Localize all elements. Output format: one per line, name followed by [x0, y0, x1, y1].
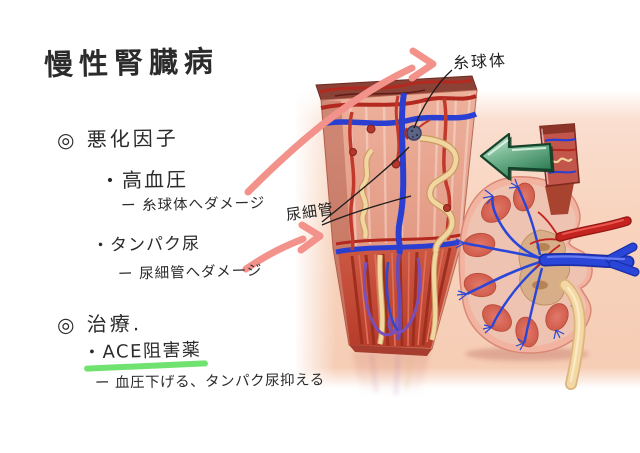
note-treatment-header: ◎ 治療. — [56, 311, 143, 337]
note-worsening-factors-header: ◎ 悪化因子 — [56, 125, 180, 153]
leader-line-glomerulus — [413, 69, 453, 129]
top-face-shading — [334, 89, 426, 97]
vasa-recta-loops — [362, 257, 422, 337]
kidney-shadow — [465, 347, 589, 361]
note-hypertension-detail: ー 糸球体へダメージ — [120, 195, 266, 215]
convoluted-tubules — [358, 134, 460, 345]
note-ace-detail: ー 血圧下げる、タンパク尿抑える — [94, 372, 325, 392]
vasa-recta-trunk — [395, 253, 403, 341]
green-zoom-arrow-icon — [479, 132, 555, 182]
top-face-artery — [319, 78, 473, 94]
page-title: 慢性腎臓病 — [43, 44, 220, 82]
note-proteinuria: ・タンパク尿 — [91, 234, 201, 256]
nephron-block-illustration — [315, 75, 478, 397]
note-hypertension: ・高血圧 — [99, 167, 189, 193]
kidney-wedge-notch — [545, 183, 574, 215]
arcuate-vein — [335, 239, 461, 255]
calyx — [532, 280, 548, 290]
block-floor-reflection — [352, 352, 430, 397]
interlobar-vein-band — [321, 111, 478, 127]
pink-arrow-glomerulus-icon — [244, 47, 437, 196]
leader-line-tubule-2 — [321, 195, 412, 226]
figure-label-glomerulus: 糸球体 — [452, 50, 508, 73]
ureter — [559, 279, 586, 390]
note-ace-inhibitor: ・ACE阻害薬 — [82, 339, 202, 364]
pink-arrow-tubule-icon — [242, 221, 324, 273]
leader-lines — [321, 69, 453, 226]
renal-artery — [555, 216, 632, 242]
central-vein — [395, 92, 407, 256]
leader-line-tubule-1 — [321, 146, 410, 223]
highlighted-glomerulus — [404, 125, 422, 141]
renal-vein — [538, 242, 640, 277]
block-bottom-face — [349, 345, 432, 356]
kidney-cross-section-illustration — [455, 123, 640, 390]
